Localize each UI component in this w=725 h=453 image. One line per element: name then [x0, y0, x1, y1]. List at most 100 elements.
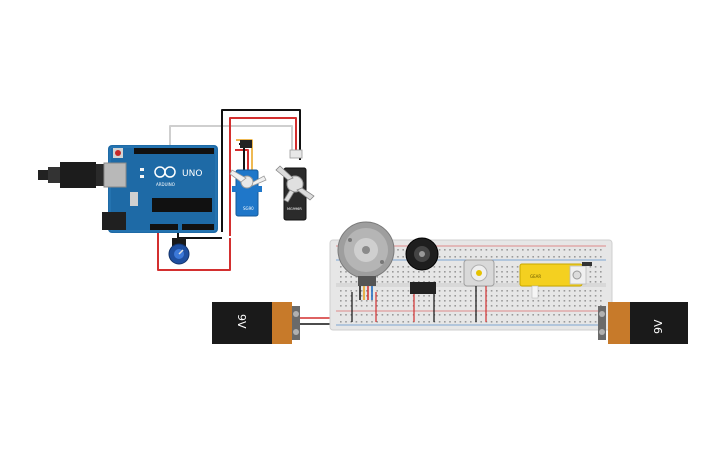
breadboard-hole[interactable]: [511, 314, 514, 316]
breadboard-hole[interactable]: [506, 305, 508, 307]
breadboard-hole[interactable]: [589, 305, 592, 307]
breadboard-hole[interactable]: [558, 314, 560, 316]
breadboard-hole[interactable]: [574, 249, 576, 251]
servo-sg90[interactable]: SG90: [229, 140, 267, 217]
breadboard-hole[interactable]: [428, 276, 430, 278]
breadboard-hole[interactable]: [355, 305, 358, 307]
breadboard-hole[interactable]: [412, 281, 415, 283]
breadboard-hole[interactable]: [522, 290, 524, 292]
breadboard-hole[interactable]: [532, 305, 534, 307]
breadboard-hole[interactable]: [438, 300, 441, 302]
breadboard-hole[interactable]: [548, 300, 550, 302]
breadboard-hole[interactable]: [407, 300, 410, 302]
breadboard-hole[interactable]: [402, 295, 404, 297]
breadboard-hole[interactable]: [459, 300, 462, 302]
breadboard-hole[interactable]: [438, 290, 441, 292]
breadboard-hole[interactable]: [350, 305, 352, 307]
breadboard-hole[interactable]: [506, 300, 508, 302]
breadboard-hole[interactable]: [511, 276, 514, 278]
breadboard-hole[interactable]: [444, 276, 446, 278]
breadboard-hole[interactable]: [340, 271, 342, 273]
breadboard-hole[interactable]: [522, 305, 524, 307]
wire-servo-red[interactable]: [235, 149, 249, 170]
breadboard-hole[interactable]: [548, 256, 550, 258]
breadboard-hole[interactable]: [516, 249, 519, 251]
breadboard-hole[interactable]: [454, 295, 456, 297]
breadboard-hole[interactable]: [386, 290, 389, 292]
breadboard-hole[interactable]: [594, 271, 597, 273]
breadboard-hole[interactable]: [568, 295, 571, 297]
breadboard-hole[interactable]: [490, 321, 493, 323]
breadboard-hole[interactable]: [350, 281, 352, 283]
breadboard-hole[interactable]: [459, 266, 462, 268]
breadboard-hole[interactable]: [444, 281, 446, 283]
breadboard-hole[interactable]: [506, 271, 508, 273]
breadboard-hole[interactable]: [449, 305, 451, 307]
breadboard-hole[interactable]: [360, 314, 363, 316]
breadboard-hole[interactable]: [392, 281, 394, 283]
breadboard-hole[interactable]: [376, 300, 378, 302]
breadboard-hole[interactable]: [589, 300, 592, 302]
breadboard-hole[interactable]: [449, 300, 451, 302]
breadboard-hole[interactable]: [589, 249, 592, 251]
breadboard-hole[interactable]: [376, 305, 378, 307]
breadboard-hole[interactable]: [506, 295, 508, 297]
breadboard-hole[interactable]: [506, 256, 508, 258]
breadboard-hole[interactable]: [464, 314, 467, 316]
breadboard-hole[interactable]: [537, 305, 540, 307]
breadboard-hole[interactable]: [340, 266, 342, 268]
breadboard-hole[interactable]: [350, 276, 352, 278]
breadboard-hole[interactable]: [579, 295, 581, 297]
breadboard-hole[interactable]: [589, 266, 592, 268]
breadboard-hole[interactable]: [407, 271, 410, 273]
breadboard-hole[interactable]: [444, 249, 446, 251]
wire-red-1[interactable]: [229, 117, 297, 236]
breadboard-hole[interactable]: [397, 321, 399, 323]
breadboard-hole[interactable]: [527, 300, 529, 302]
breadboard-hole[interactable]: [454, 321, 456, 323]
breadboard-hole[interactable]: [464, 295, 467, 297]
breadboard-hole[interactable]: [397, 300, 399, 302]
breadboard-hole[interactable]: [345, 281, 347, 283]
breadboard-hole[interactable]: [397, 266, 399, 268]
breadboard-hole[interactable]: [402, 281, 404, 283]
breadboard-hole[interactable]: [506, 276, 508, 278]
breadboard-hole[interactable]: [589, 290, 592, 292]
breadboard-hole[interactable]: [511, 249, 514, 251]
breadboard-hole[interactable]: [579, 305, 581, 307]
breadboard-hole[interactable]: [438, 276, 441, 278]
breadboard-hole[interactable]: [496, 300, 498, 302]
breadboard-hole[interactable]: [516, 271, 519, 273]
breadboard-hole[interactable]: [511, 300, 514, 302]
breadboard-hole[interactable]: [449, 321, 451, 323]
breadboard-hole[interactable]: [423, 305, 425, 307]
breadboard-hole[interactable]: [594, 249, 597, 251]
breadboard-hole[interactable]: [360, 295, 363, 297]
breadboard-hole[interactable]: [355, 321, 358, 323]
breadboard-hole[interactable]: [558, 249, 560, 251]
breadboard-hole[interactable]: [459, 276, 462, 278]
breadboard-hole[interactable]: [459, 295, 462, 297]
breadboard-hole[interactable]: [548, 249, 550, 251]
breadboard-hole[interactable]: [527, 290, 529, 292]
breadboard-hole[interactable]: [345, 295, 347, 297]
breadboard-hole[interactable]: [407, 276, 410, 278]
breadboard-hole[interactable]: [589, 314, 592, 316]
battery-9v-left[interactable]: 9V: [212, 302, 300, 344]
breadboard-hole[interactable]: [600, 256, 602, 258]
breadboard-hole[interactable]: [563, 321, 566, 323]
breadboard-hole[interactable]: [444, 256, 446, 258]
breadboard-hole[interactable]: [345, 305, 347, 307]
breadboard-hole[interactable]: [376, 281, 378, 283]
breadboard-hole[interactable]: [449, 281, 451, 283]
breadboard-hole[interactable]: [366, 300, 368, 302]
breadboard-hole[interactable]: [600, 276, 602, 278]
breadboard-hole[interactable]: [516, 276, 519, 278]
breadboard-hole[interactable]: [480, 305, 482, 307]
breadboard-hole[interactable]: [376, 290, 378, 292]
breadboard-hole[interactable]: [355, 281, 358, 283]
breadboard-hole[interactable]: [438, 314, 441, 316]
breadboard-hole[interactable]: [501, 256, 503, 258]
breadboard-hole[interactable]: [438, 305, 441, 307]
breadboard-hole[interactable]: [537, 300, 540, 302]
